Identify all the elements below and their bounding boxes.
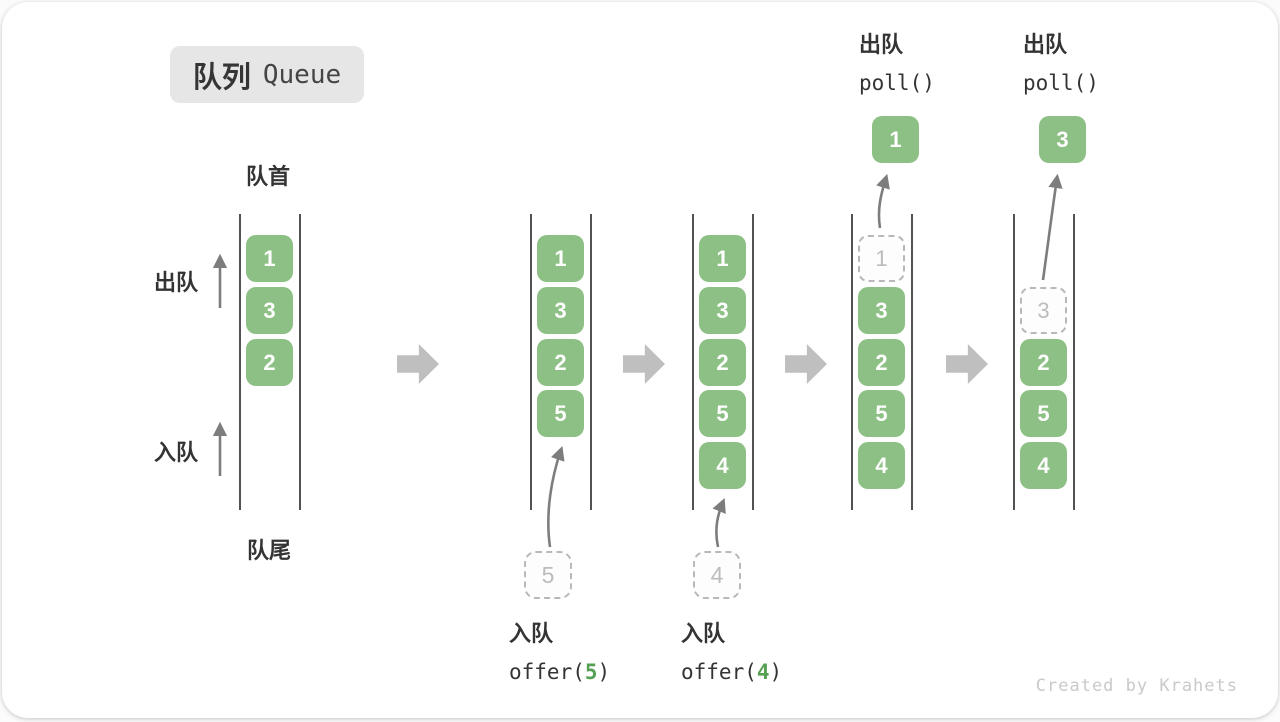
queue-wall-right	[752, 214, 754, 510]
queue-cell: 1	[699, 235, 746, 282]
queue-cell: 5	[1020, 390, 1067, 437]
queue-wall-left	[851, 214, 853, 510]
op-code: offer(4)	[681, 660, 782, 684]
op-label: 出队	[859, 32, 904, 57]
queue-cell: 2	[537, 339, 584, 386]
polled-value-box: 3	[1039, 116, 1086, 163]
label-dequeue: 出队	[154, 270, 199, 295]
queue-wall-left	[1013, 214, 1015, 510]
footer-credit: Created by Krahets	[1035, 676, 1238, 696]
title-zh: 队列	[192, 61, 251, 94]
flow-arrow-icon	[623, 344, 665, 384]
label-queue-rear: 队尾	[247, 538, 292, 563]
queue-cell: 4	[699, 442, 746, 489]
op-enqueue-5: 入队 offer(5)	[509, 616, 610, 684]
op-code: poll()	[859, 71, 935, 95]
queue-stage-5: 3 2 5 4	[1013, 214, 1075, 510]
flow-arrow-icon	[785, 344, 827, 384]
incoming-value-box: 5	[524, 551, 572, 599]
op-dequeue-1: 出队 poll()	[859, 27, 935, 95]
queue-wall-right	[1073, 214, 1075, 510]
queue-cell: 5	[699, 390, 746, 437]
incoming-value-box: 4	[693, 551, 741, 599]
op-label: 入队	[681, 621, 726, 646]
flow-arrow-icon	[397, 344, 439, 384]
queue-cell: 1	[537, 235, 584, 282]
op-close: )	[769, 660, 783, 684]
op-code: offer(5)	[509, 660, 610, 684]
queue-cell: 4	[858, 442, 905, 489]
flow-arrow-icon	[946, 344, 988, 384]
label-queue-front: 队首	[246, 164, 291, 189]
queue-cell: 5	[537, 390, 584, 437]
queue-stage-2: 1 3 2 5	[530, 214, 592, 510]
queue-cell: 4	[1020, 442, 1067, 489]
op-dequeue-2: 出队 poll()	[1023, 27, 1099, 95]
queue-wall-left	[692, 214, 694, 510]
title-badge: 队列 Queue	[170, 46, 364, 103]
op-close: )	[597, 660, 611, 684]
op-fn: offer(	[509, 660, 585, 684]
queue-stage-1: 1 3 2	[239, 214, 301, 510]
queue-stage-3: 1 3 2 5 4	[692, 214, 754, 510]
queue-wall-left	[530, 214, 532, 510]
queue-cell: 3	[699, 287, 746, 334]
op-fn: offer(	[681, 660, 757, 684]
queue-cell: 2	[699, 339, 746, 386]
op-enqueue-4: 入队 offer(4)	[681, 616, 782, 684]
queue-cell: 3	[858, 287, 905, 334]
op-label: 出队	[1023, 32, 1068, 57]
queue-cell: 2	[1020, 339, 1067, 386]
queue-cell: 2	[858, 339, 905, 386]
polled-value-box: 1	[872, 116, 919, 163]
title-en: Queue	[262, 59, 342, 90]
queue-cell: 2	[246, 339, 293, 386]
op-arg: 4	[756, 660, 770, 684]
op-arg: 5	[584, 660, 598, 684]
label-enqueue: 入队	[154, 440, 199, 465]
queue-wall-right	[590, 214, 592, 510]
queue-stage-4: 1 3 2 5 4	[851, 214, 913, 510]
queue-cell-removed: 3	[1020, 287, 1067, 334]
queue-wall-right	[299, 214, 301, 510]
queue-cell: 5	[858, 390, 905, 437]
queue-cell-removed: 1	[858, 235, 905, 282]
queue-wall-left	[239, 214, 241, 510]
op-label: 入队	[509, 621, 554, 646]
queue-cell: 3	[246, 287, 293, 334]
queue-wall-right	[911, 214, 913, 510]
queue-cell: 1	[246, 235, 293, 282]
queue-cell: 3	[537, 287, 584, 334]
op-code: poll()	[1023, 71, 1099, 95]
